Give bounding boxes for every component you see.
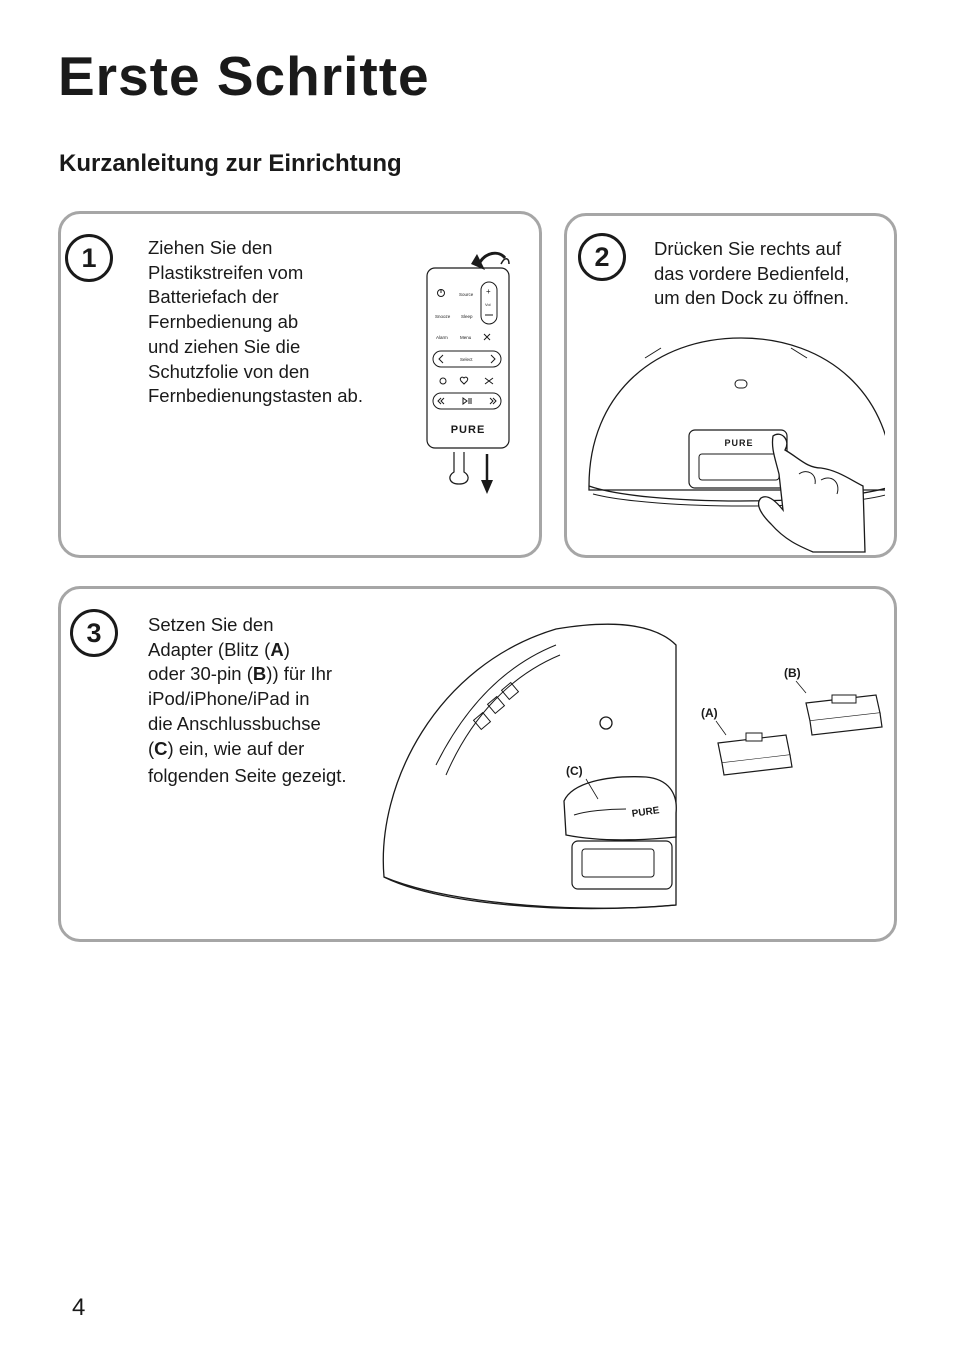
page-number: 4	[72, 1294, 86, 1321]
page-title: Erste Schritte	[58, 45, 430, 107]
remote-menu-label: Menu	[460, 335, 472, 340]
label-c: (C)	[566, 764, 583, 778]
dock-front-illustration: PURE	[588, 337, 885, 553]
remote-vol-label: Vol	[485, 302, 491, 307]
dock-brand-logo: PURE	[724, 438, 753, 448]
remote-brand-logo: PURE	[451, 424, 486, 436]
step-3-text: Setzen Sie den Adapter (Blitz (A) oder 3…	[148, 614, 347, 787]
step-2-panel: 2 Drücken Sie rechts auf das vordere Bed…	[564, 213, 897, 558]
right-arrow-icon	[490, 354, 496, 364]
pressing-hand-icon	[757, 433, 866, 553]
sensor-icon	[734, 379, 748, 389]
dock-brand-logo: PURE	[631, 805, 660, 820]
step-1-panel: 1 Ziehen Sie den Plastikstreifen vom Bat…	[58, 211, 542, 558]
svg-text:+: +	[486, 287, 491, 296]
remote-snooze-label: Snooze	[435, 314, 451, 319]
down-arrow-icon	[481, 480, 493, 494]
step-2-number: 2	[578, 233, 626, 281]
heart-icon	[459, 376, 469, 385]
step-3-panel: 3 Setzen Sie den Adapter (Blitz (A) oder…	[58, 586, 897, 942]
section-subtitle: Kurzanleitung zur Einrichtung	[59, 150, 402, 177]
sensor-icon	[599, 716, 613, 730]
play-pause-icon	[462, 397, 472, 405]
remote-alarm-label: Alarm	[436, 335, 448, 340]
label-b: (B)	[784, 666, 801, 680]
remote-sleep-label: Sleep	[461, 314, 473, 319]
label-a: (A)	[701, 706, 718, 720]
repeat-icon	[439, 377, 447, 385]
remote-control-illustration: Source + Vol Snooze Sleep Alarm Menu Sel…	[426, 251, 510, 494]
mute-icon	[483, 333, 491, 341]
pull-arrow-head	[471, 254, 485, 270]
next-icon	[489, 397, 497, 405]
remote-select-label: Select	[460, 357, 473, 362]
prev-icon	[437, 397, 445, 405]
pull-arrow-curve	[477, 251, 507, 265]
step-1-number: 1	[65, 234, 113, 282]
remote-source-label: Source	[459, 292, 474, 297]
step-3-number: 3	[70, 609, 118, 657]
step-1-text: Ziehen Sie den Plastikstreifen vom Batte…	[148, 237, 363, 407]
left-arrow-icon	[438, 354, 444, 364]
dock-adapter-illustration: PURE (C) (A) (B)	[382, 623, 883, 910]
step-2-text: Drücken Sie rechts auf das vordere Bedie…	[654, 238, 850, 309]
battery-strip-tab	[449, 452, 469, 485]
shuffle-icon	[484, 377, 494, 385]
